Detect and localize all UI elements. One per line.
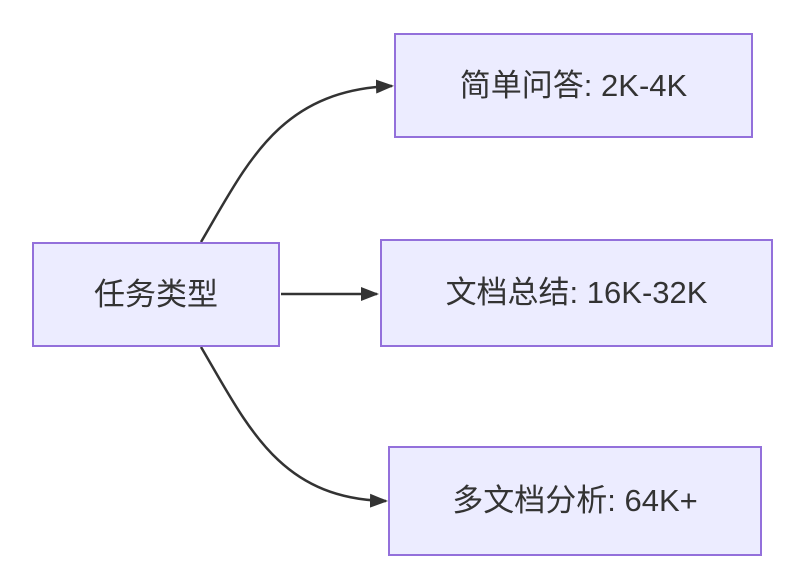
node-task-type-label: 任务类型 <box>94 276 218 312</box>
node-doc-summary-label: 文档总结: 16K-32K <box>445 275 708 311</box>
edge-root-to-multi-doc <box>199 346 388 508</box>
node-task-type: 任务类型 <box>32 242 280 347</box>
node-simple-qa-label: 简单问答: 2K-4K <box>459 67 688 103</box>
node-doc-summary: 文档总结: 16K-32K <box>380 239 773 347</box>
node-simple-qa: 简单问答: 2K-4K <box>394 33 753 138</box>
edge-root-to-simple-qa <box>199 79 394 243</box>
node-multi-doc-label: 多文档分析: 64K+ <box>452 483 698 519</box>
node-multi-doc: 多文档分析: 64K+ <box>388 446 762 556</box>
